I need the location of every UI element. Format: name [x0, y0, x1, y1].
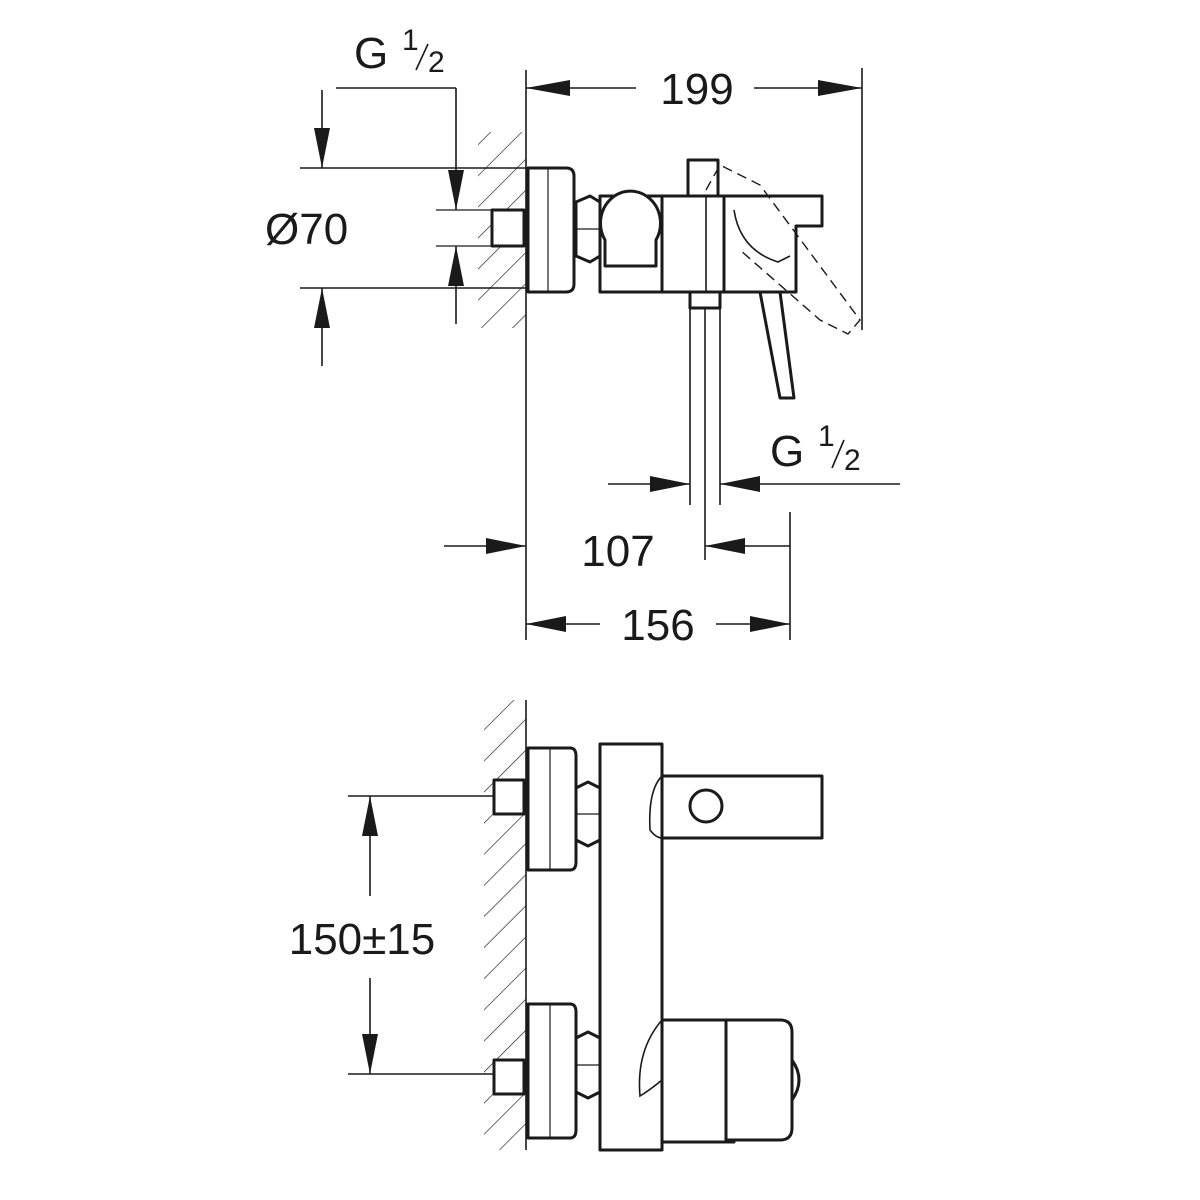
- escutcheon-diameter-label: Ø70: [265, 205, 348, 254]
- dimension-inlet-thread: G 1 2: [336, 24, 464, 324]
- dimension-156: 156: [526, 601, 790, 650]
- inlet-thread-denominator: 2: [428, 46, 445, 79]
- upper-inlet-connection: [492, 746, 602, 872]
- spout-body-side: [660, 194, 726, 294]
- body-depth-label: 156: [621, 601, 694, 650]
- dimension-199: 199: [526, 65, 863, 330]
- escutcheon-side: [526, 166, 576, 294]
- wall-inlet-connector: [436, 208, 526, 248]
- dimension-outlet-thread: G 1 2: [608, 420, 900, 492]
- dimension-107: 107: [444, 512, 791, 640]
- front-view: 150±15: [289, 700, 824, 1152]
- overall-length-label: 199: [660, 65, 733, 114]
- temperature-knob-side: [599, 189, 662, 268]
- lever-handle-side: [758, 290, 796, 400]
- outlet-offset-label: 107: [581, 527, 654, 576]
- outlet-thread-denominator: 2: [844, 444, 861, 477]
- lever-swing-dashed: [705, 164, 861, 335]
- outlet-pipe: [688, 290, 722, 310]
- lower-inlet-connection: [492, 1002, 602, 1140]
- diverter-knob-front: [660, 1018, 801, 1144]
- dimension-diameter-70: Ø70: [265, 90, 526, 366]
- spout-outlet-circle: [688, 788, 724, 824]
- dimension-150: 150±15: [289, 795, 494, 1075]
- handle-block-side: [722, 194, 824, 294]
- side-view: 199 G 1 2 Ø70: [265, 24, 900, 650]
- outlet-thread-letter: G: [770, 427, 804, 476]
- valve-body-front: [598, 742, 824, 1152]
- outlet-thread-numerator: 1: [818, 420, 835, 453]
- inlet-thread-letter: G: [354, 29, 388, 78]
- wall-section-side: [478, 70, 527, 640]
- inlet-thread-numerator: 1: [402, 24, 419, 57]
- inlet-spacing-label: 150±15: [289, 915, 436, 964]
